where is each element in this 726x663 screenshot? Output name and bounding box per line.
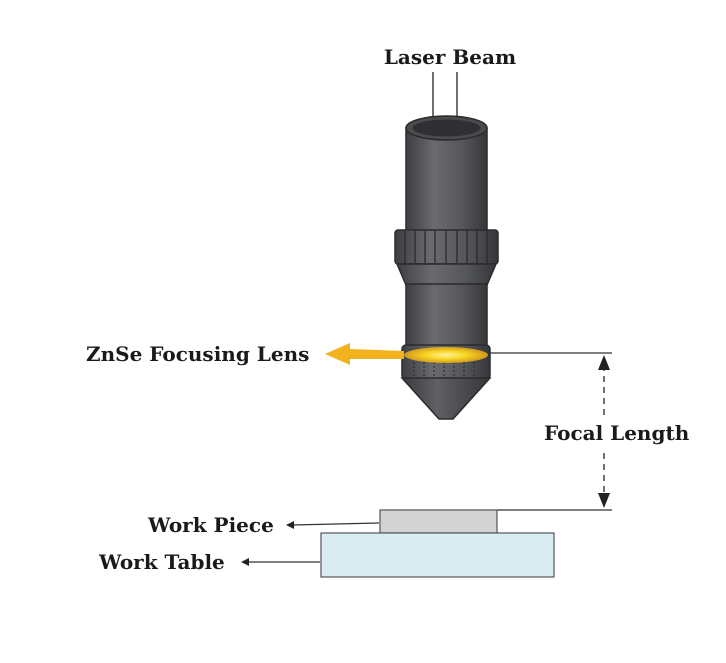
znse-lens-label: ZnSe Focusing Lens bbox=[86, 342, 309, 366]
work-table bbox=[320, 532, 555, 578]
nozzle-tip bbox=[400, 377, 492, 420]
focal-length-label: Focal Length bbox=[544, 421, 690, 445]
work-piece bbox=[379, 509, 498, 534]
work-piece-pointer bbox=[286, 521, 380, 529]
laser-nozzle bbox=[394, 115, 499, 420]
work-piece-label: Work Piece bbox=[147, 513, 274, 537]
work-table-label: Work Table bbox=[98, 550, 225, 574]
work-table-pointer bbox=[241, 558, 320, 566]
focal-length-dimension bbox=[488, 352, 700, 511]
laser-beam-label: Laser Beam bbox=[384, 45, 516, 69]
lens-pointer-arrow bbox=[325, 343, 404, 365]
znse-lens-glow bbox=[404, 347, 488, 363]
